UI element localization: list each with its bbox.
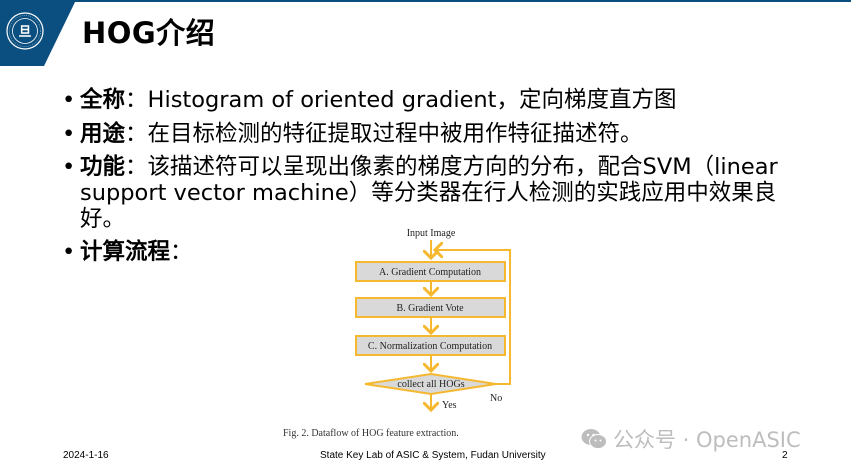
bullet-usage: • 用途：在目标检测的特征提取过程中被用作特征描述符。 (60, 120, 820, 148)
bullet-dot: • (62, 154, 76, 180)
bullet-function: • 功能：该描述符可以呈现出像素的梯度方向的分布，配合SVM（linear su… (60, 154, 800, 232)
bullet-key: 用途 (80, 121, 126, 147)
slide-title: HOG介绍 (82, 16, 216, 50)
bullet-key: 功能 (80, 154, 126, 180)
footer-date: 2024-1-16 (63, 450, 109, 461)
flow-step-a-label: A. Gradient Computation (379, 267, 481, 278)
bullet-process: • 计算流程： (60, 238, 820, 266)
flow-decision-label: collect all HOGs (397, 379, 464, 390)
wechat-icon (581, 429, 607, 449)
flow-step-b-label: B. Gradient Vote (396, 303, 464, 314)
bullet-dot: • (62, 239, 76, 265)
bullet-sep: ： (125, 87, 148, 113)
bullet-sep: ： (125, 154, 148, 180)
bullet-sep: ： (125, 121, 148, 147)
page-number: 2 (782, 450, 788, 461)
footer-lab: State Key Lab of ASIC & System, Fudan Un… (320, 450, 546, 461)
bullet-dot: • (62, 87, 76, 113)
bullet-text: 该描述符可以呈现出像素的梯度方向的分布，配合SVM（linear support… (80, 154, 778, 232)
bullet-sep: ： (170, 239, 193, 265)
fudan-seal-icon: 旦 (6, 12, 44, 50)
flow-input-label: Input Image (407, 228, 456, 239)
top-rule (0, 0, 851, 2)
watermark-text: 公众号 · OpenASIC (613, 428, 801, 452)
figure-caption: Fig. 2. Dataflow of HOG feature extracti… (283, 428, 459, 439)
bullet-dot: • (62, 121, 76, 147)
hog-flowchart: Input Image A. Gradient Computation B. G… (340, 222, 530, 417)
watermark: 公众号 · OpenASIC (581, 424, 801, 454)
flow-no-label: No (490, 393, 502, 404)
bullet-full-name: • 全称：Histogram of oriented gradient，定向梯度… (60, 86, 820, 114)
bullet-key: 计算流程 (80, 239, 171, 265)
bullet-text: 在目标检测的特征提取过程中被用作特征描述符。 (147, 121, 643, 147)
flow-decision (364, 372, 497, 396)
bullet-key: 全称 (80, 87, 126, 113)
flow-yes-label: Yes (442, 400, 457, 411)
bullet-list: • 全称：Histogram of oriented gradient，定向梯度… (60, 86, 820, 266)
university-logo-band: 旦 (0, 0, 76, 66)
bullet-text: Histogram of oriented gradient，定向梯度直方图 (147, 87, 677, 113)
flow-step-c-label: C. Normalization Computation (368, 341, 492, 352)
svg-text:旦: 旦 (18, 25, 31, 40)
